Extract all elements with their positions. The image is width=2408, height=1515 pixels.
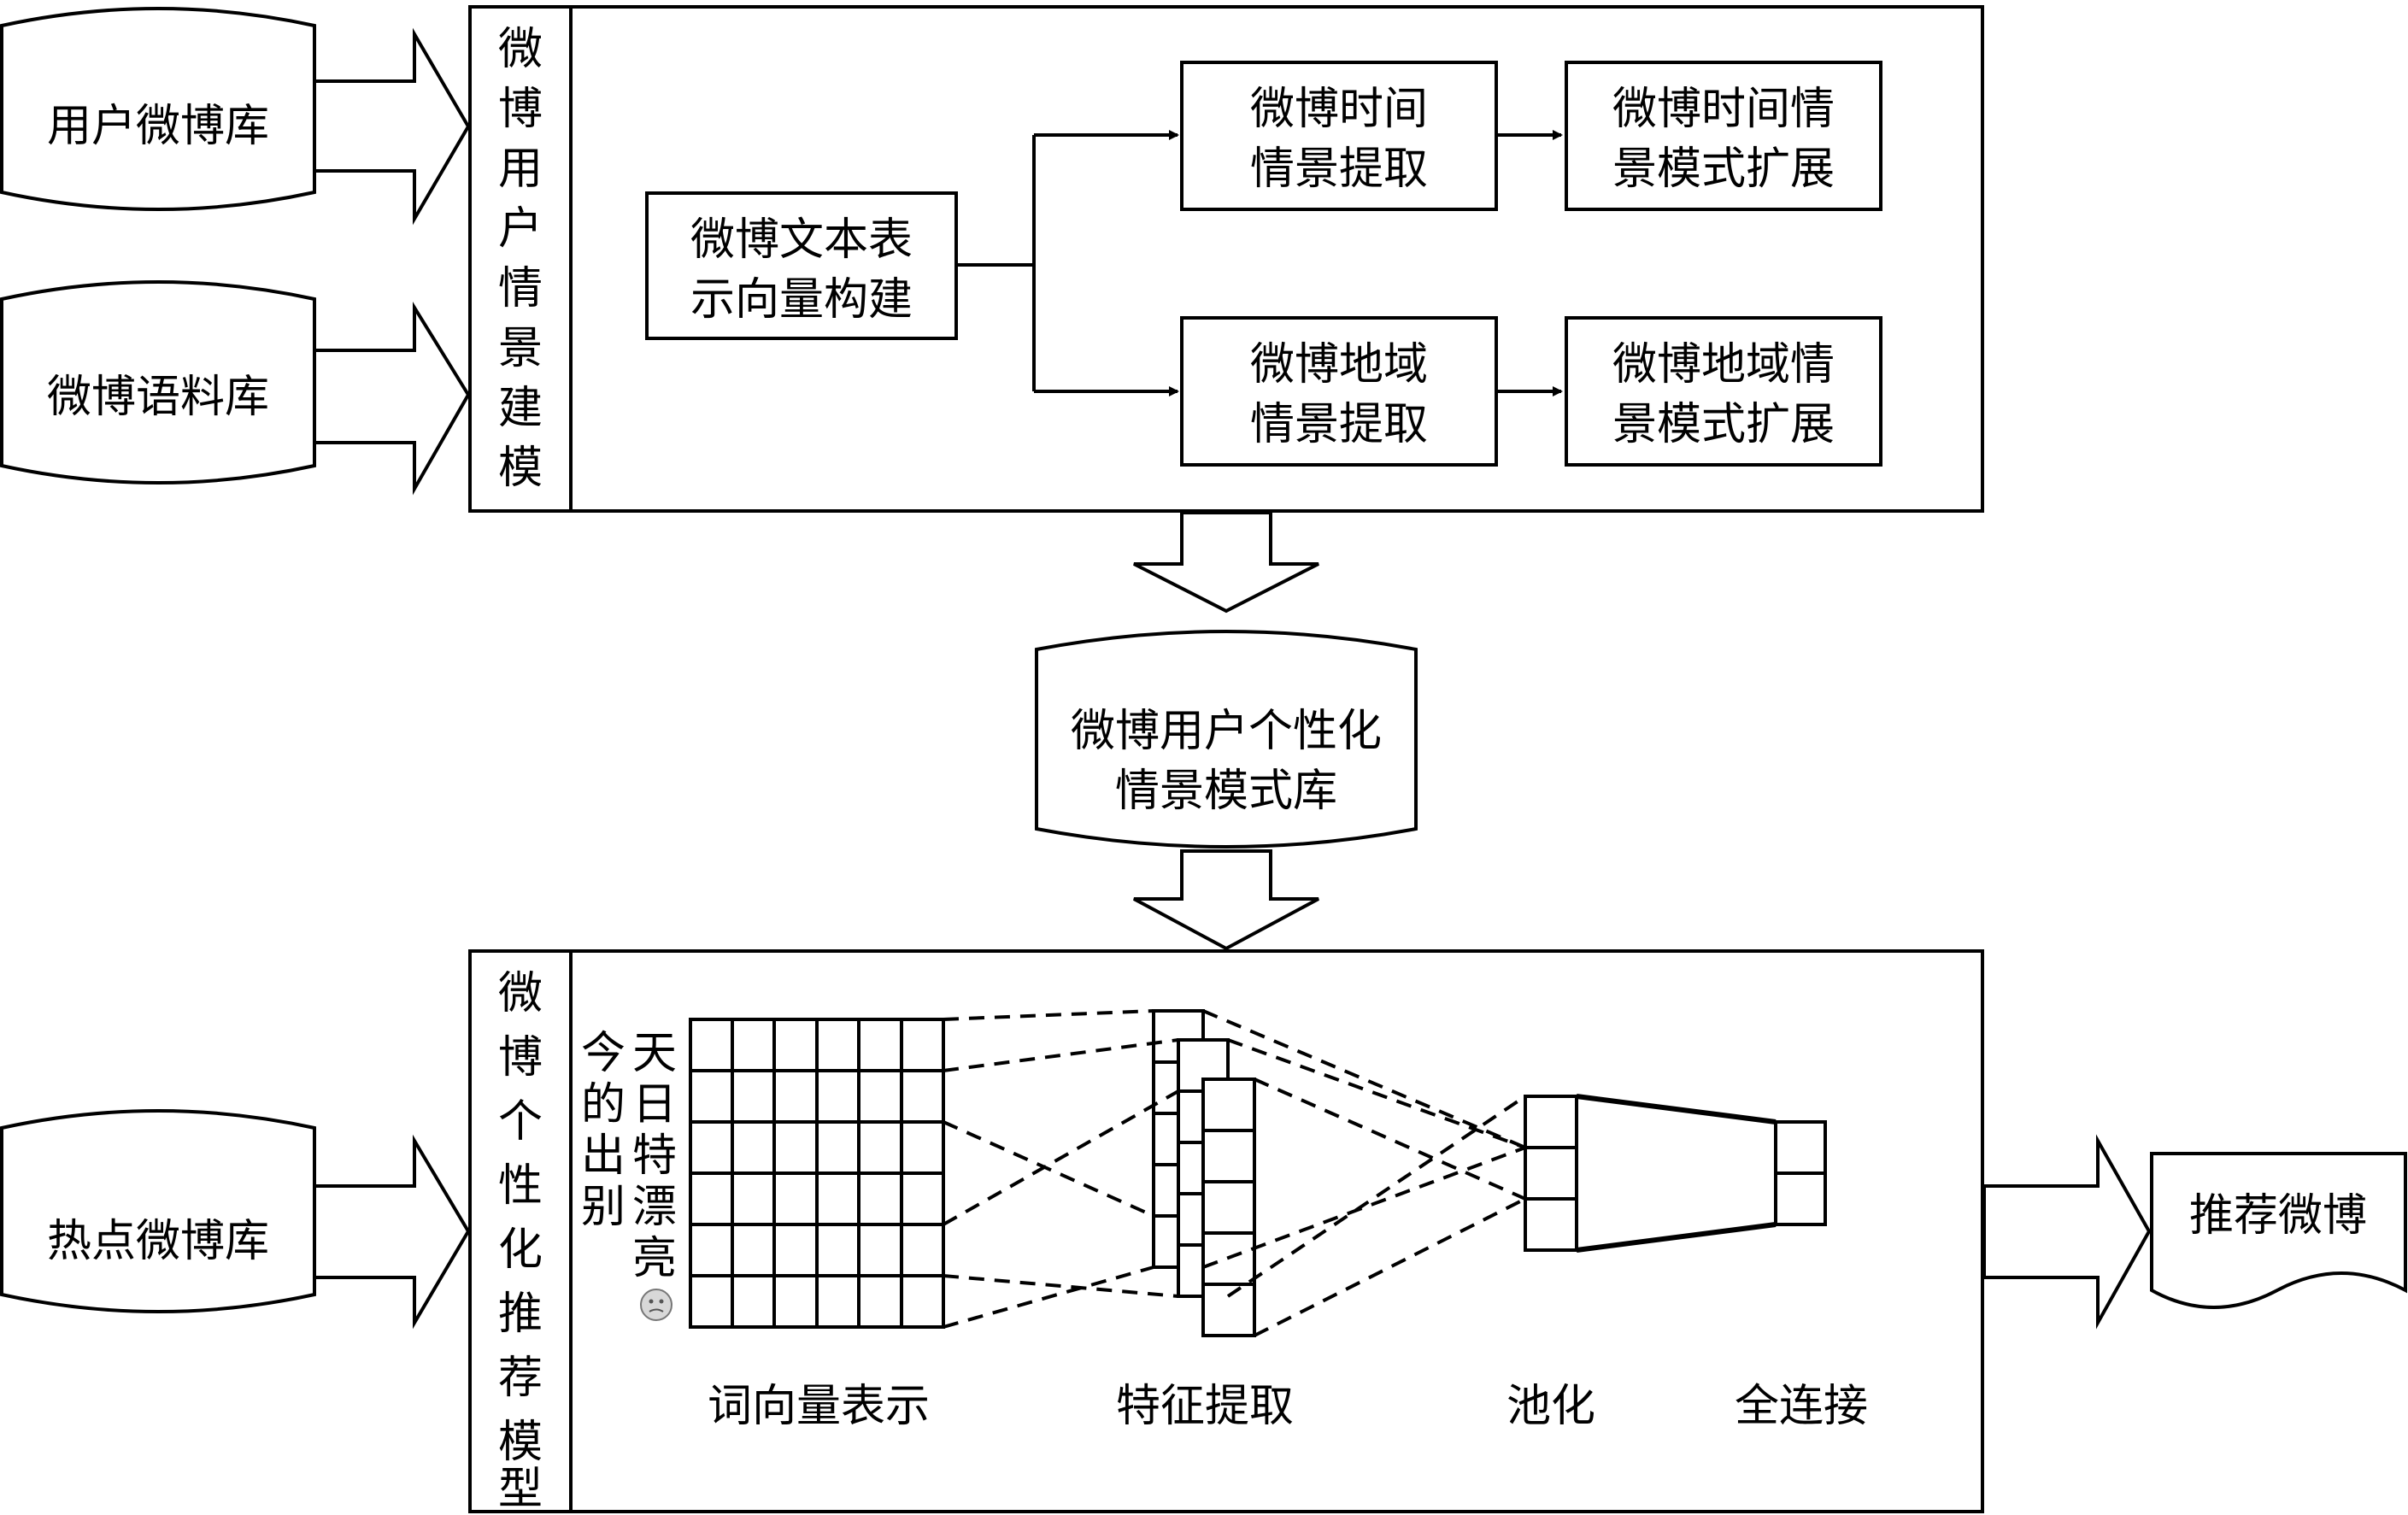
recommend-panel-title: 微博个性化推荐模型 <box>498 968 543 1515</box>
context-db: 微博用户个性化 情景模式库 <box>1035 630 1418 849</box>
arrow-user-db <box>313 27 471 226</box>
sentence-column-2: 天日特漂亮 <box>632 1028 677 1284</box>
geo-expand-line1: 微博地域情 <box>1612 339 1835 390</box>
user-weibo-db-label: 用户微博库 <box>47 101 269 152</box>
label-word-vector: 词向量表示 <box>708 1381 930 1432</box>
geo-extract-box: 微博地域 情景提取 <box>1180 316 1498 467</box>
geo-expand-line2: 景模式扩展 <box>1612 399 1835 450</box>
corpus-db: 微博语料库 <box>0 280 316 484</box>
arrow-corpus-db <box>313 301 471 496</box>
word-vector-grid <box>689 1018 945 1329</box>
modeling-panel-title: 微博用户情景建模 <box>498 24 543 494</box>
time-extract-box: 微博时间 情景提取 <box>1180 61 1498 211</box>
feature-map-3 <box>1201 1078 1256 1337</box>
modeling-panel: 微博用户情景建模 微博文本表 示向量构建 微博时间 情景提取 微博时间情 景模式… <box>468 5 1984 513</box>
fc-column <box>1774 1120 1827 1226</box>
arrow-hot-db <box>313 1134 471 1330</box>
sentence-column-1: 今的出别 <box>581 1028 625 1233</box>
time-expand-line2: 景模式扩展 <box>1612 144 1835 195</box>
geo-expand-box: 微博地域情 景模式扩展 <box>1565 316 1882 467</box>
label-fully-connected: 全连接 <box>1735 1381 1868 1432</box>
crying-face-icon <box>640 1289 672 1321</box>
vector-build-line1: 微博文本表 <box>690 214 913 266</box>
context-db-line2: 情景模式库 <box>1115 766 1337 817</box>
hot-weibo-db: 热点微博库 <box>0 1109 316 1313</box>
corpus-db-label: 微博语料库 <box>47 372 269 423</box>
time-expand-line1: 微博时间情 <box>1612 84 1835 135</box>
branch-connector <box>956 135 1036 391</box>
time-extract-line1: 微博时间 <box>1250 84 1428 135</box>
label-feature-extraction: 特征提取 <box>1116 1381 1294 1432</box>
geo-extract-line2: 情景提取 <box>1250 399 1428 450</box>
user-weibo-db: 用户微博库 <box>0 7 316 211</box>
arrow-down-to-recommend <box>1133 849 1319 951</box>
arrow-down-to-context-db <box>1133 511 1319 614</box>
pooling-column <box>1524 1095 1578 1252</box>
hot-weibo-db-label: 热点微博库 <box>47 1216 269 1267</box>
recommend-output-doc: 推荐微博 <box>2150 1152 2407 1309</box>
label-pooling: 池化 <box>1506 1381 1595 1432</box>
time-extract-line2: 情景提取 <box>1250 144 1428 195</box>
geo-extract-line1: 微博地域 <box>1250 339 1428 390</box>
context-db-line1: 微博用户个性化 <box>1071 706 1382 757</box>
fc-trapezoid <box>1576 1094 1777 1253</box>
vector-build-box: 微博文本表 示向量构建 <box>645 191 958 340</box>
pool-dashed-lines <box>1202 1009 1527 1337</box>
conv-dashed-lines <box>943 1009 1179 1329</box>
recommend-output-label: 推荐微博 <box>2189 1190 2367 1242</box>
recommend-panel: 微博个性化推荐模型 今的出别 天日特漂亮 <box>468 949 1984 1515</box>
time-expand-box: 微博时间情 景模式扩展 <box>1565 61 1882 211</box>
arrow-to-output <box>1982 1134 2152 1330</box>
vector-build-line2: 示向量构建 <box>690 274 913 326</box>
